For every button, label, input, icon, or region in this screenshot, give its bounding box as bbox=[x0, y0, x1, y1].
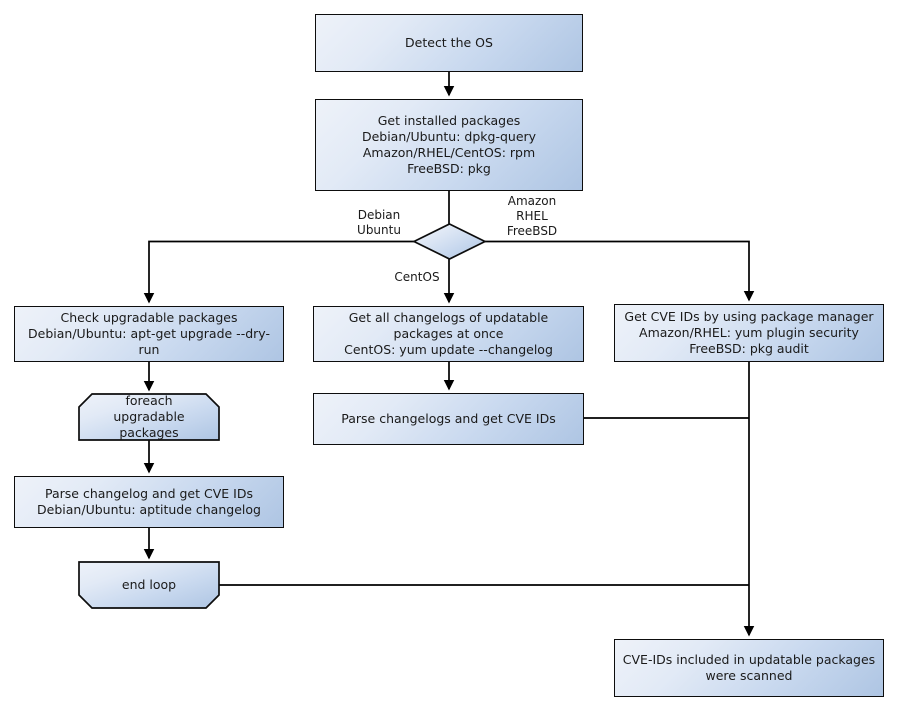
os-decision-diamond bbox=[412, 223, 487, 260]
edge-label-debian-ubuntu: Debian Ubuntu bbox=[357, 208, 401, 237]
node-end-loop[interactable]: end loop bbox=[79, 562, 219, 608]
node-get-cve-ids-pkg-manager-label: Get CVE IDs by using package manager Ama… bbox=[624, 309, 874, 356]
node-get-all-changelogs-label: Get all changelogs of updatable packages… bbox=[344, 310, 553, 357]
node-foreach-upgradable-packages[interactable]: foreach upgradable packages bbox=[79, 393, 219, 440]
node-foreach-upgradable-packages-label: foreach upgradable packages bbox=[113, 393, 185, 440]
node-cve-ids-scanned[interactable]: CVE-IDs included in updatable packages w… bbox=[614, 639, 884, 697]
node-get-all-changelogs[interactable]: Get all changelogs of updatable packages… bbox=[313, 306, 584, 362]
node-detect-os-label: Detect the OS bbox=[405, 35, 493, 50]
node-get-installed-packages-label: Get installed packages Debian/Ubuntu: dp… bbox=[361, 113, 537, 176]
node-check-upgradable-packages[interactable]: Check upgradable packages Debian/Ubuntu:… bbox=[14, 306, 284, 362]
node-cve-ids-scanned-label: CVE-IDs included in updatable packages w… bbox=[622, 652, 876, 683]
node-end-loop-label: end loop bbox=[121, 577, 177, 592]
node-get-installed-packages[interactable]: Get installed packages Debian/Ubuntu: dp… bbox=[315, 99, 583, 191]
edge-label-amazon-rhel-freebsd: Amazon RHEL FreeBSD bbox=[506, 194, 558, 238]
edge-label-centos: CentOS bbox=[394, 270, 440, 284]
node-get-cve-ids-pkg-manager[interactable]: Get CVE IDs by using package manager Ama… bbox=[614, 304, 884, 362]
node-parse-changelog-get-cve-ids[interactable]: Parse changelog and get CVE IDs Debian/U… bbox=[14, 476, 284, 528]
node-parse-changelogs-get-cve-ids[interactable]: Parse changelogs and get CVE IDs bbox=[313, 393, 584, 445]
connector-decision-left bbox=[143, 240, 414, 304]
node-parse-changelog-get-cve-ids-label: Parse changelog and get CVE IDs Debian/U… bbox=[37, 486, 261, 517]
node-check-upgradable-packages-label: Check upgradable packages Debian/Ubuntu:… bbox=[28, 310, 270, 357]
connector-decision-right bbox=[485, 240, 755, 302]
node-detect-os[interactable]: Detect the OS bbox=[315, 14, 583, 72]
node-parse-changelogs-get-cve-ids-label: Parse changelogs and get CVE IDs bbox=[341, 411, 556, 426]
